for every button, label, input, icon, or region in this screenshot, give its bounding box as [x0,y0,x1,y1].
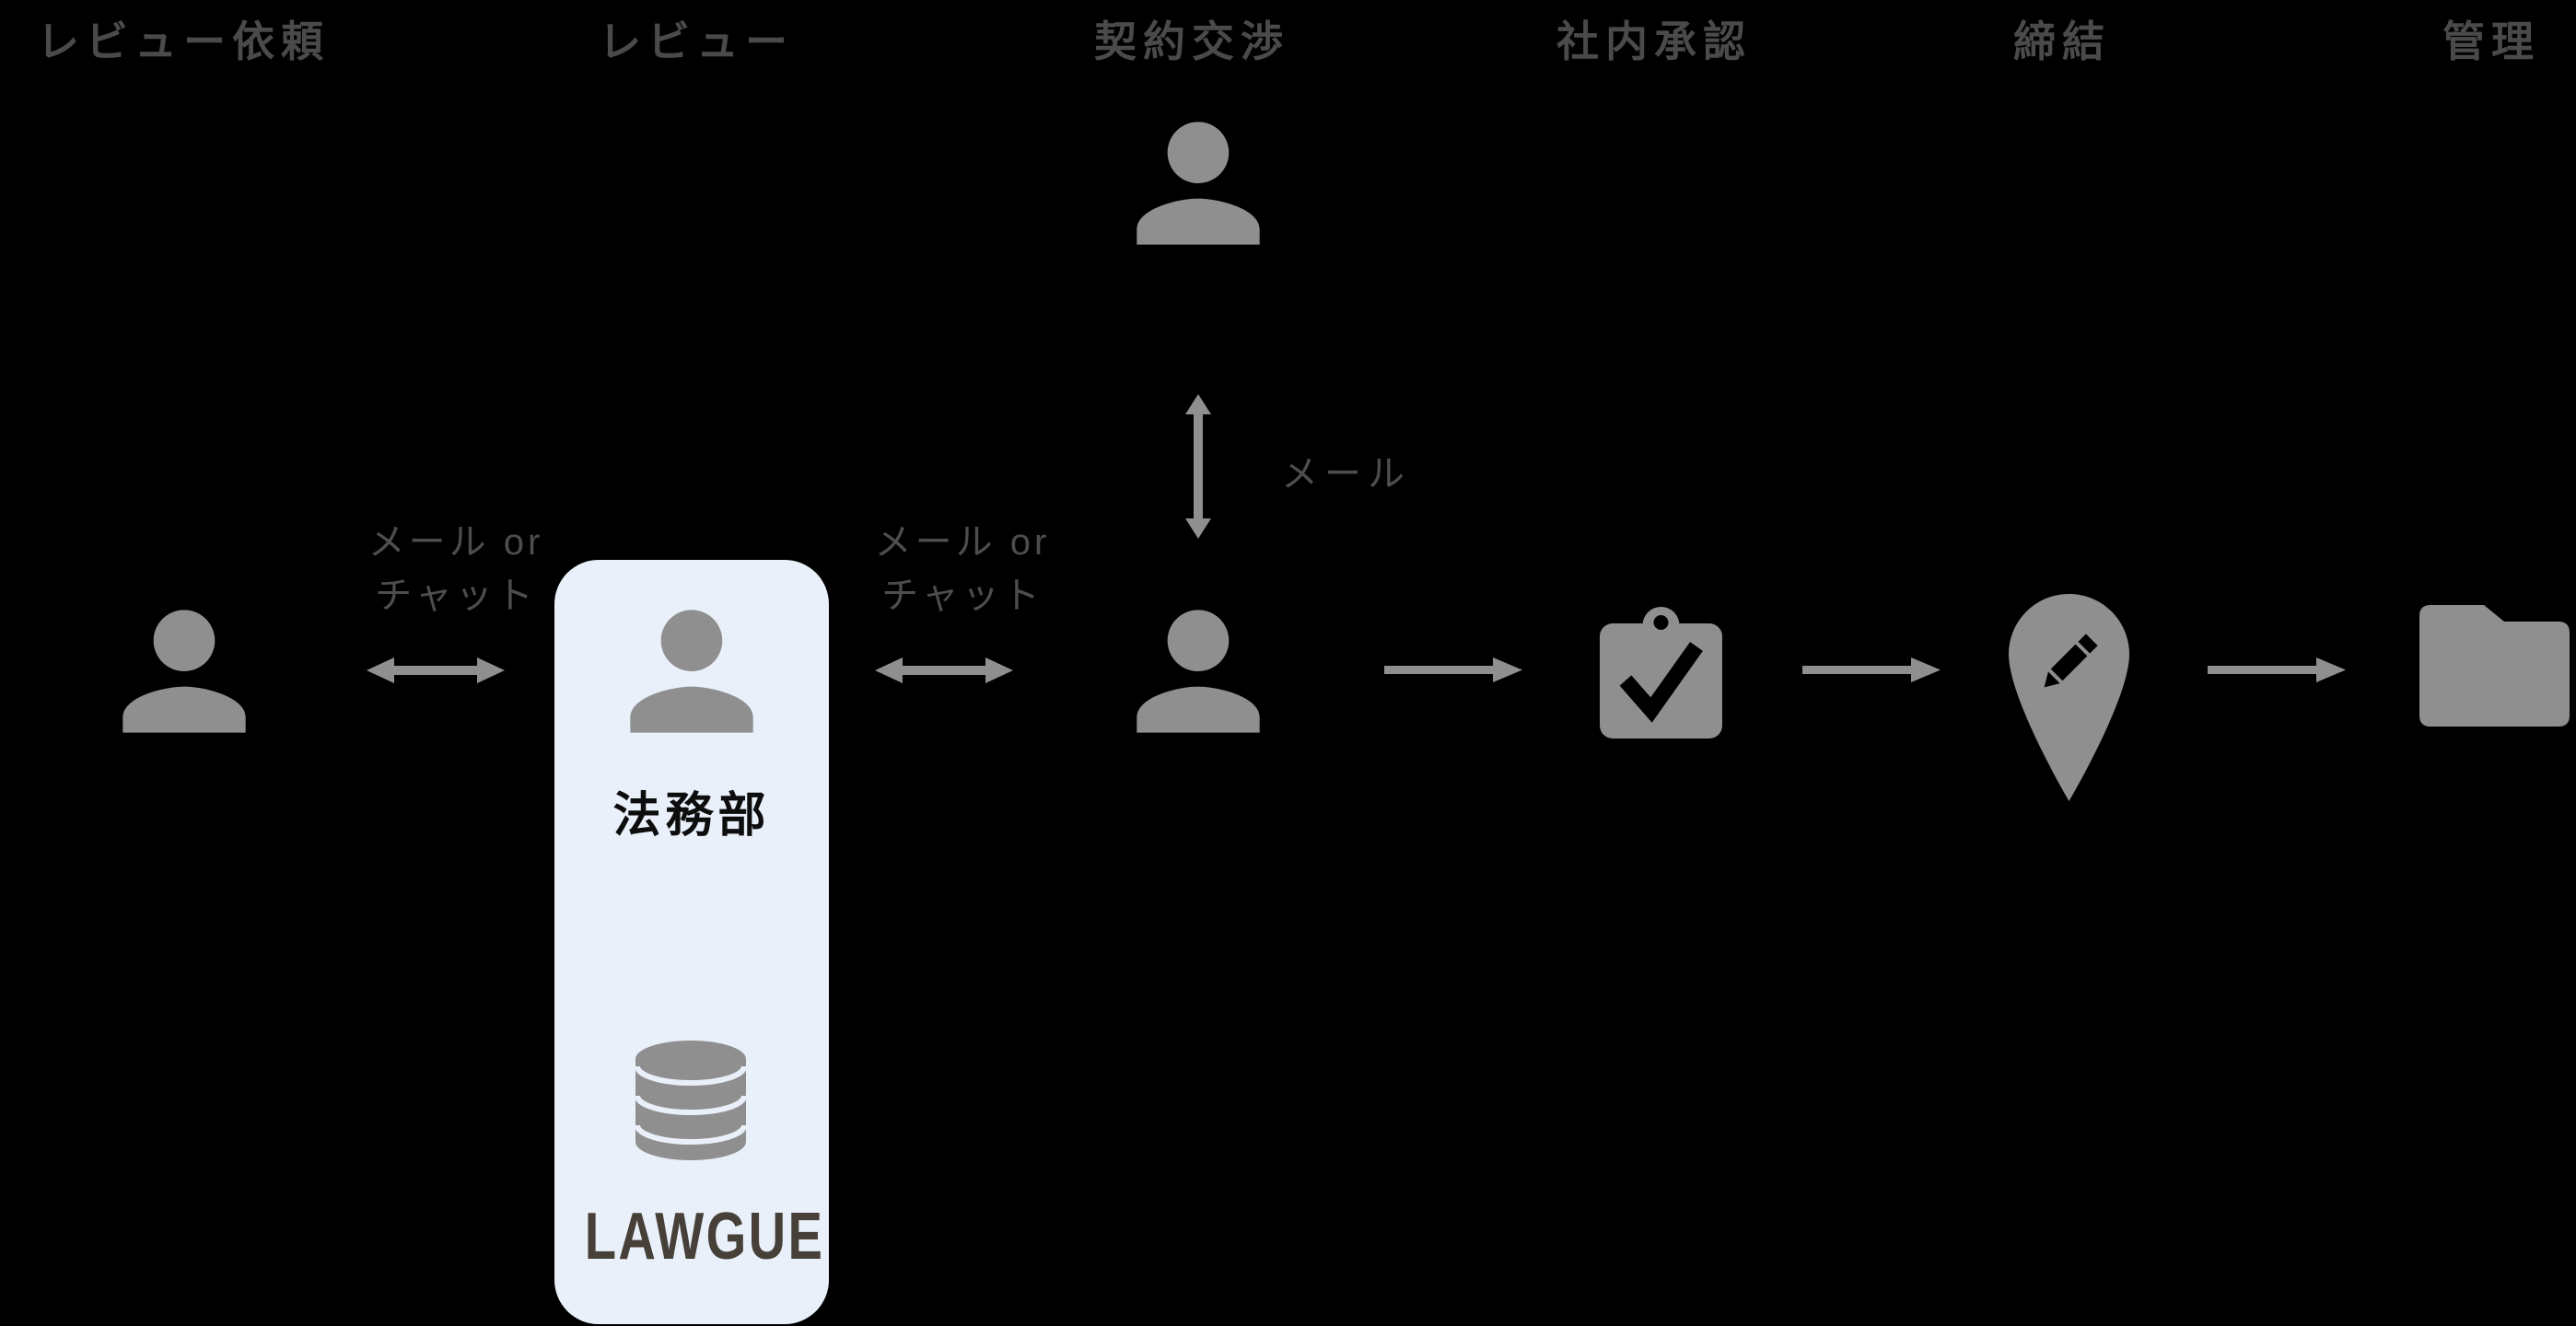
person-icon [630,610,753,733]
stage-heading-review: レビュー [599,17,794,65]
stage-heading-negotiation: 契約交渉 [1094,17,1289,65]
clipboard-check-icon [1600,607,1722,739]
channel-label-mail-or-chat: メール or チャット [336,516,576,622]
person-icon [122,610,246,733]
folder-icon [2419,605,2570,727]
person-icon [1136,122,1260,245]
double-arrow-icon [367,657,505,683]
channel-label-mail-or-chat: メール or チャット [843,516,1082,622]
legal-department-panel: 法務部 LAWGUE [554,560,829,1324]
stage-heading-internal-approval: 社内承認 [1556,17,1752,65]
lawgue-logo: LAWGUE [584,1200,825,1274]
arrow-right-icon [2208,657,2346,682]
stage-heading-review-request: レビュー依頼 [37,17,330,65]
channel-label-line1: メール or [367,522,544,563]
channel-label-mail: メール [1281,454,1411,494]
person-icon [1136,610,1260,733]
channel-label-line1: メール or [874,522,1051,563]
double-arrow-icon [875,657,1013,683]
channel-label-line2: チャット [375,576,537,616]
stage-heading-management: 管理 [2442,17,2540,65]
arrow-right-icon [1384,657,1522,682]
department-label: 法務部 [612,789,771,843]
vertical-double-arrow-icon [1185,394,1211,539]
pencil-icon [2044,634,2098,688]
map-pin-edit-icon [2009,594,2129,801]
channel-label-line2: チャット [881,576,1043,616]
stage-heading-conclusion: 締結 [2013,17,2111,65]
arrow-right-icon [1802,657,1941,682]
database-icon [635,1041,746,1160]
